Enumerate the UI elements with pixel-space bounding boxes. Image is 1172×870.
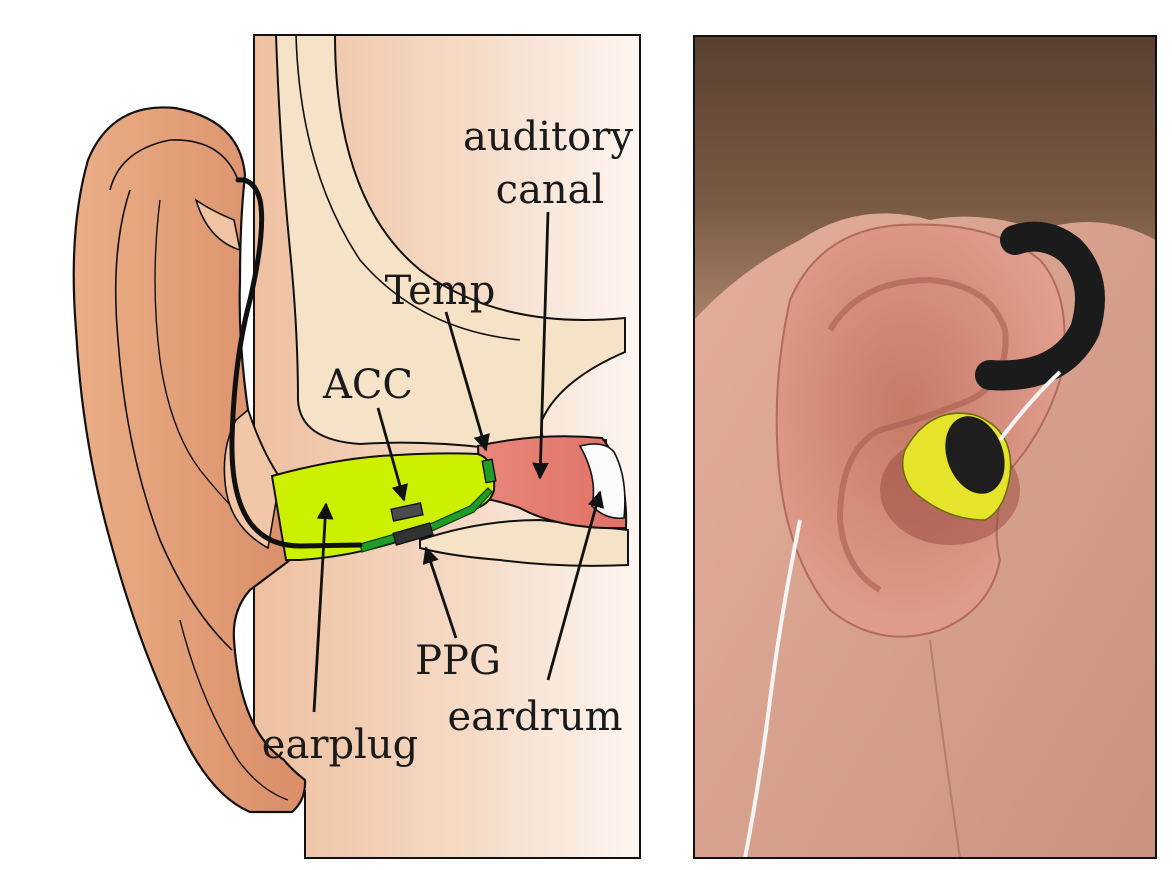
photo-wire-top: [998, 370, 1062, 442]
hair: [694, 36, 1156, 320]
arrow-auditory-canal: [532, 211, 550, 480]
lobe-curve: [179, 619, 289, 801]
label-ppg: PPG: [415, 638, 501, 684]
pcb-strip: [359, 487, 493, 553]
tragus: [223, 408, 281, 550]
label-acc: ACC: [322, 362, 413, 408]
arrow-earplug: [312, 502, 334, 713]
acc-sensor: [390, 502, 424, 522]
label-canal: canal: [496, 167, 605, 213]
photo-earplug-tip: [945, 416, 1005, 494]
label-earplug: earplug: [262, 722, 418, 768]
arrow-eardrum: [546, 490, 605, 681]
label-eardrum: eardrum: [447, 694, 622, 740]
anatomy-diagram: auditory canal Temp ACC PPG eardrum earp…: [72, 34, 641, 859]
temp-sensor: [481, 458, 497, 484]
antihelix-inner: [194, 197, 242, 252]
arrow-temp: [444, 311, 490, 452]
antihelix: [114, 189, 233, 651]
label-temp: Temp: [385, 268, 496, 314]
arrow-acc: [376, 407, 408, 502]
lower-bone: [419, 518, 629, 567]
label-auditory: auditory: [463, 114, 633, 160]
helix-fold: [109, 139, 239, 191]
photo-jaw-line: [929, 639, 961, 859]
cable: [229, 177, 363, 549]
ppg-sensor: [392, 522, 434, 546]
ear-photo: [693, 35, 1157, 859]
photo-wire-down: [743, 519, 802, 859]
photo-cable-hook: [975, 221, 1105, 391]
arrow-ppg: [422, 546, 458, 639]
photo-ear-fold: [827, 276, 1009, 593]
bone-inner-line: [295, 34, 521, 341]
